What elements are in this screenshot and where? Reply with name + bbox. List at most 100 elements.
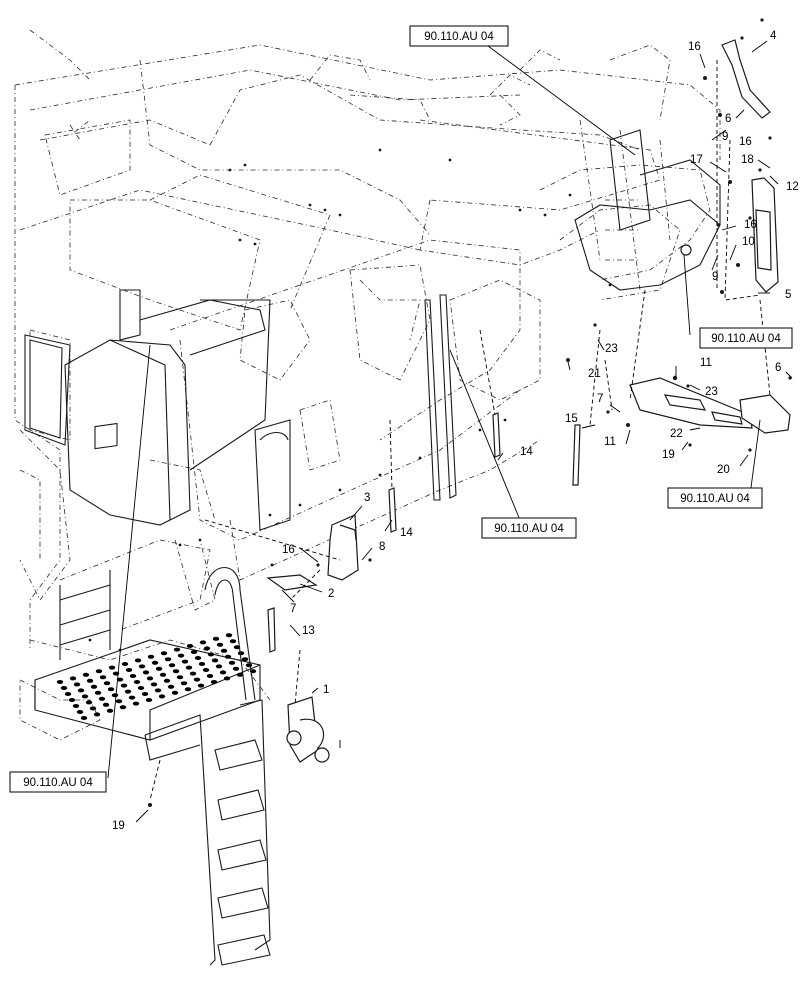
- callout-6: 6: [725, 113, 731, 125]
- grate-hole: [199, 640, 207, 645]
- part-4-handle: [721, 39, 771, 119]
- grate-hole: [94, 690, 102, 695]
- callout-10: 10: [742, 236, 755, 248]
- grate-hole: [171, 690, 179, 695]
- grate-hole: [202, 668, 210, 672]
- part-2-plate: [266, 563, 318, 591]
- grate-hole: [68, 698, 76, 702]
- grate-hole: [160, 651, 168, 656]
- part-5-bracket: [680, 177, 779, 293]
- grate-hole: [237, 651, 245, 656]
- grate-hole: [56, 680, 64, 684]
- grate-hole: [190, 650, 198, 654]
- grate-hole: [150, 682, 158, 687]
- callout-9: 9: [712, 271, 718, 283]
- grate-hole: [212, 636, 220, 641]
- reference-box-left[interactable]: 90.110.AU 04: [9, 771, 107, 793]
- callout-12: 12: [786, 181, 799, 193]
- grate-hole: [197, 683, 205, 688]
- callout-22: 22: [670, 428, 683, 440]
- svg-text:90.110.AU 04: 90.110.AU 04: [23, 777, 93, 789]
- grate-hole: [77, 688, 85, 693]
- grate-hole: [211, 658, 219, 663]
- grate-hole: [181, 659, 189, 664]
- grate-hole: [119, 705, 127, 710]
- grate-hole: [137, 686, 145, 690]
- grate-hole: [223, 676, 231, 681]
- grate-hole: [81, 694, 89, 699]
- grate-hole: [206, 674, 214, 678]
- grate-hole: [125, 668, 133, 672]
- callout-9: 9: [722, 131, 728, 143]
- callout-16: 16: [282, 544, 295, 556]
- part-20-plate: [739, 394, 791, 434]
- grate-hole: [210, 680, 218, 684]
- grate-hole: [177, 653, 185, 658]
- grate-hole: [184, 687, 192, 692]
- callout-6: 6: [775, 362, 781, 374]
- part-13-strut: [267, 607, 276, 653]
- grate-hole: [128, 695, 136, 700]
- grate-hole: [228, 660, 236, 665]
- grate-hole: [185, 665, 193, 670]
- callout-19: 19: [112, 820, 125, 832]
- grate-hole: [146, 676, 154, 681]
- grate-hole: [80, 716, 88, 720]
- reference-box-right[interactable]: 90.110.AU 04: [699, 327, 793, 349]
- grate-hole: [69, 676, 77, 681]
- grate-hole: [180, 681, 188, 686]
- grate-hole: [132, 701, 140, 706]
- grate-hole: [186, 644, 194, 648]
- grate-hole: [73, 682, 81, 687]
- grate-hole: [107, 687, 115, 692]
- grate-hole: [189, 671, 197, 676]
- callout-1: 1: [323, 684, 329, 696]
- grate-hole: [102, 702, 110, 707]
- grate-hole: [124, 689, 132, 694]
- callout-11: 11: [700, 357, 712, 369]
- reference-box-top[interactable]: 90.110.AU 04: [409, 25, 509, 47]
- grate-hole: [133, 680, 141, 684]
- grate-hole: [89, 706, 97, 711]
- grate-hole: [95, 669, 103, 674]
- grate-hole: [245, 663, 253, 668]
- part-15-rod: [572, 424, 581, 486]
- part-1-bracket: [286, 696, 341, 763]
- svg-text:90.110.AU 04: 90.110.AU 04: [494, 523, 564, 535]
- callout-23: 23: [605, 343, 618, 355]
- grate-hole: [98, 696, 106, 701]
- grate-hole: [216, 642, 224, 647]
- callout-5: 5: [785, 289, 791, 301]
- grate-hole: [85, 700, 93, 705]
- grate-hole: [154, 688, 162, 693]
- callout-16: 16: [739, 136, 752, 148]
- part-22-footstep: [629, 377, 753, 429]
- grate-hole: [103, 681, 111, 686]
- callout-16: 16: [744, 219, 757, 231]
- grate-hole: [76, 710, 84, 714]
- reference-box-bottom-right[interactable]: 90.110.AU 04: [667, 487, 763, 509]
- grate-hole: [224, 654, 232, 659]
- grate-hole: [145, 698, 153, 702]
- grate-hole: [233, 645, 241, 650]
- grate-hole: [108, 665, 116, 670]
- grate-hole: [142, 670, 150, 675]
- grate-hole: [72, 704, 80, 708]
- grate-hole: [129, 674, 137, 678]
- callout-15: 15: [565, 413, 578, 425]
- grate-hole: [168, 663, 176, 668]
- grate-hole: [219, 670, 227, 675]
- grate-hole: [121, 662, 129, 666]
- reference-box-center[interactable]: 90.110.AU 04: [481, 517, 577, 539]
- grate-hole: [155, 666, 163, 671]
- grate-hole: [64, 692, 72, 696]
- fastener-dots: [148, 18, 792, 807]
- leader-lines: [135, 40, 793, 823]
- grate-hole: [93, 712, 101, 717]
- grate-hole: [215, 664, 223, 669]
- grate-hole: [198, 662, 206, 666]
- grate-hole: [236, 672, 244, 677]
- grate-hole: [106, 708, 114, 713]
- grate-hole: [203, 646, 211, 651]
